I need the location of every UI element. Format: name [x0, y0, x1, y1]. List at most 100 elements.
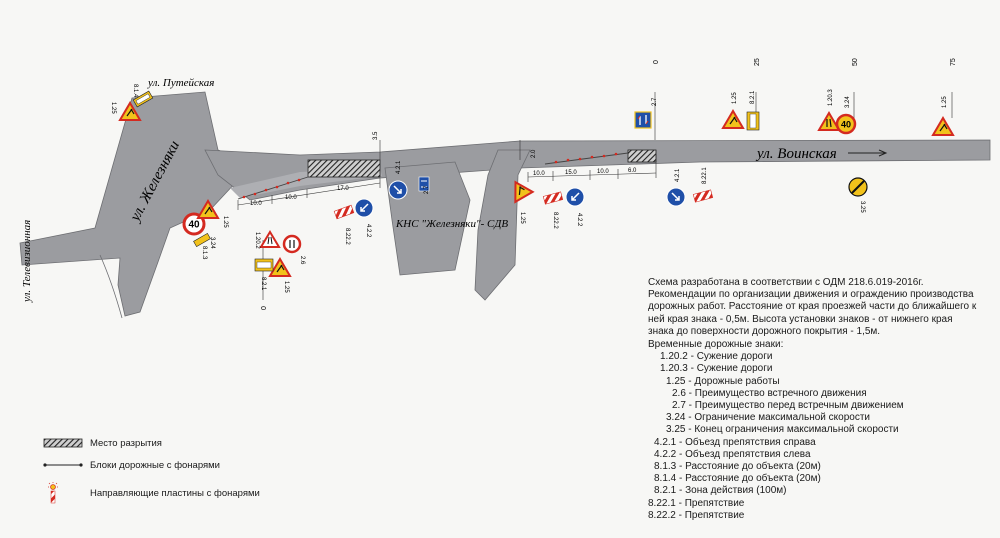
dim-left-1: 10.0: [250, 201, 262, 207]
sign-code-8-22-1: 8.22.1: [702, 167, 708, 184]
sign-code-1-25e: 1.25: [732, 92, 738, 104]
street-puteyskaya: ул. Путейская: [147, 77, 214, 89]
sign-3-24-speed-limit-2: 40: [835, 113, 857, 135]
dim-width-left: 3.5: [373, 131, 379, 140]
sign-code-1-25c: 1.25: [283, 281, 289, 293]
excavation-icon: [43, 438, 83, 448]
guide-plate-icon: [48, 482, 58, 504]
sign-code-2-7: 2.7: [424, 185, 430, 194]
sign-1-20-3-road-narrowing: [817, 111, 841, 131]
sign-list-item: 3.24 - Ограничение максимальной скорости: [666, 412, 871, 424]
sign-code-8-1-4: 8.1.4: [132, 84, 138, 98]
sign-2-7-priority-over-oncoming: [418, 176, 430, 192]
dim-left-2: 10.0: [285, 195, 297, 201]
sign-list-item: 8.2.1 - Зона действия (100м): [654, 485, 787, 497]
sign-2-7-priority-over-oncoming-2: [634, 111, 652, 129]
sign-8-22-2-obstacle-plate-2: [542, 191, 564, 205]
sign-code-8-22-2: 8.22.2: [344, 228, 350, 245]
sign-list-item: 1.25 - Дорожные работы: [666, 375, 780, 387]
speed-limit-value-2: 40: [841, 120, 851, 130]
legend-excavation-label: Место разрытия: [90, 437, 162, 449]
sign-8-22-1-obstacle-plate: [692, 189, 714, 203]
sign-code-8-2-1b: 8.2.1: [750, 90, 756, 104]
chainage-0: 0: [653, 60, 660, 64]
sign-1-25-road-works: [118, 101, 142, 121]
sign-code-2-7b: 2.7: [652, 97, 658, 106]
sign-list-item: 1.20.2 - Сужение дороги: [660, 351, 773, 363]
sign-code-4-2-2b: 4.2.2: [576, 213, 582, 227]
sign-list-item: 2.7 - Преимущество перед встречным движе…: [672, 400, 904, 412]
notes-subtitle: Временные дорожные знаки:: [648, 339, 784, 351]
sign-1-25-road-works-6: [931, 116, 955, 136]
notes-intro: Схема разработана в соответствии с ОДМ 2…: [648, 277, 977, 337]
sign-2-6-oncoming-priority: [282, 234, 302, 254]
sign-code-1-25f: 1.25: [942, 96, 948, 108]
sign-code-3-24b: 3.24: [845, 96, 851, 108]
sign-code-4-2-2: 4.2.2: [365, 224, 371, 238]
dim-width-right: 2.0: [531, 149, 537, 158]
legend-plates: Направляющие пластины с фонарями: [42, 482, 260, 504]
chainage-50: 50: [852, 58, 859, 66]
sign-1-25-road-works-4: [514, 180, 535, 204]
notes-panel: Схема разработана в соответствии с ОДМ 2…: [648, 277, 988, 522]
sign-1-25-road-works-3: [268, 257, 292, 277]
sign-list-item: 4.2.1 - Объезд препятствия справа: [654, 436, 816, 448]
street-televizionnaya: ул. Телевизионная: [21, 220, 33, 303]
legend-plates-label: Направляющие пластины с фонарями: [90, 487, 260, 499]
legend-blocks: Блоки дорожные с фонарями: [42, 454, 260, 476]
road-block-icon: [43, 463, 83, 467]
sign-3-25-end-speed-limit: [848, 177, 868, 197]
sign-code-8-22-2b: 8.22.2: [552, 212, 558, 229]
legend: Место разрытия Блоки дорожные с фонарями…: [42, 432, 260, 504]
sign-8-22-2-obstacle-plate: [333, 204, 355, 220]
dimension-left: [237, 140, 381, 210]
sign-4-2-2-keep-left: [354, 198, 374, 218]
dim-right-1: 10.0: [533, 171, 545, 177]
sign-code-2-6: 2.6: [299, 256, 305, 265]
sign-code-8-1-3: 8.1.3: [201, 246, 207, 260]
taper-right: [544, 152, 629, 165]
sign-list-item: 2.6 - Преимущество встречного движения: [672, 387, 867, 399]
sign-4-2-2-keep-left-2: [565, 187, 585, 207]
excavation-left: [307, 159, 381, 178]
sign-list-item: 1.20.3 - Сужение дороги: [660, 363, 773, 375]
sign-code-4-2-1: 4.2.1: [396, 160, 402, 174]
sign-1-25-road-works-5: [721, 109, 745, 129]
chainage-25: 25: [754, 58, 761, 66]
sign-code-8-2-1: 8.2.1: [260, 277, 266, 291]
taper-right-lanterns: [554, 152, 618, 164]
dimension-right: [519, 140, 657, 182]
sign-8-2-1-zone-plate-2: [746, 111, 760, 131]
sign-code-1-25b: 1.25: [222, 216, 228, 228]
sign-4-2-1-keep-right-2: [666, 187, 686, 207]
chainage-0-left: 0: [261, 306, 268, 310]
sign-list-item: 4.2.2 - Объезд препятствия слева: [654, 448, 811, 460]
facility-label: КНС "Железняки"- СДВ: [395, 218, 508, 230]
sign-list-item: 8.22.1 - Препятствие: [648, 497, 745, 509]
sign-8-2-1-zone-plate: [254, 258, 274, 272]
street-voinskaya: ул. Воинская: [755, 146, 837, 162]
dim-right-3: 10.0: [597, 169, 609, 175]
sign-1-20-2-road-narrowing: [259, 230, 281, 248]
sign-4-2-1-keep-right: [388, 180, 408, 200]
sign-list-item: 8.1.4 - Расстояние до объекта (20м): [654, 473, 821, 485]
sign-1-25-road-works-2: [196, 199, 220, 219]
dim-right-4: 6.0: [628, 168, 637, 174]
taper-left: [237, 160, 309, 200]
legend-blocks-label: Блоки дорожные с фонарями: [90, 459, 220, 471]
sign-code-3-24: 3.24: [209, 237, 215, 249]
sign-8-1-4-distance-plate: [132, 90, 154, 108]
sign-list-item: 3.25 - Конец ограничения максимальной ск…: [666, 424, 899, 436]
sign-code-3-25: 3.25: [859, 201, 865, 213]
chainage-75: 75: [950, 58, 957, 66]
sign-code-4-2-1b: 4.2.1: [675, 168, 681, 182]
speed-limit-value: 40: [188, 220, 200, 231]
taper-left-lanterns: [242, 178, 301, 199]
dim-left-3: 17.0: [337, 186, 349, 192]
excavation-right: [627, 149, 657, 163]
sign-code-1-25: 1.25: [110, 102, 116, 114]
sign-list-item: 8.1.3 - Расстояние до объекта (20м): [654, 461, 821, 473]
legend-excavation: Место разрытия: [42, 432, 260, 454]
sign-list-item: 8.22.2 - Препятствие: [648, 509, 745, 521]
